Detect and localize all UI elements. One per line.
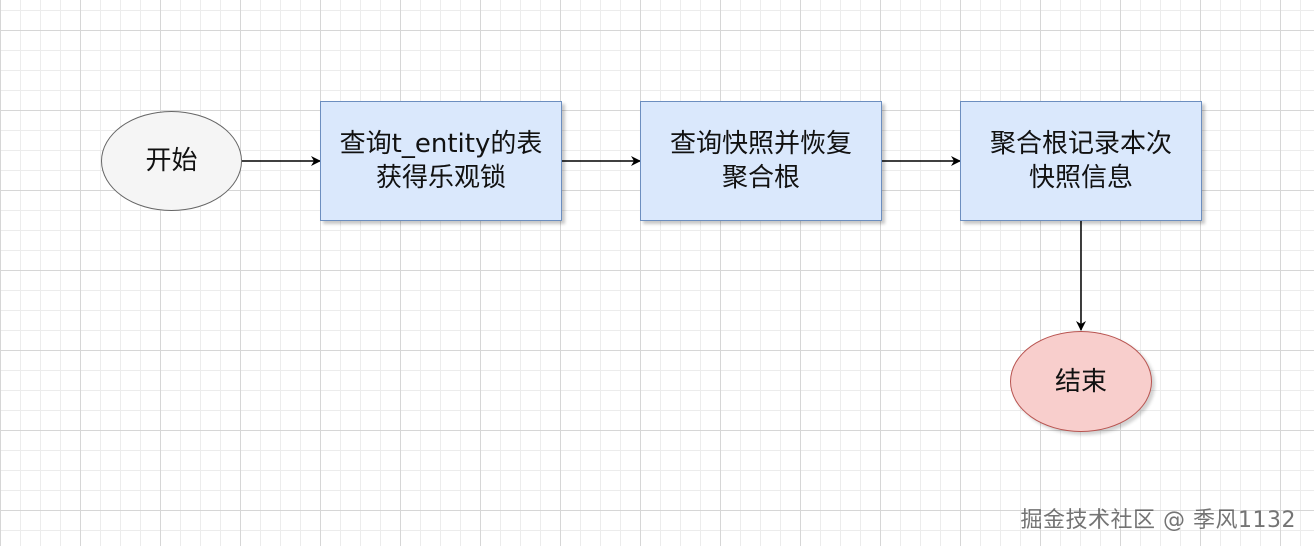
- process-step-1-label: 查询t_entity的表 获得乐观锁: [339, 129, 543, 193]
- process-step-3-label: 聚合根记录本次 快照信息: [989, 129, 1172, 193]
- watermark: 掘金技术社区 @ 季风1132: [1020, 508, 1296, 533]
- start-node[interactable]: 开始: [101, 111, 242, 211]
- end-node-label: 结束: [1054, 366, 1107, 397]
- process-step-3[interactable]: 聚合根记录本次 快照信息: [960, 101, 1202, 221]
- process-step-1[interactable]: 查询t_entity的表 获得乐观锁: [320, 101, 562, 221]
- process-step-2-label: 查询快照并恢复 聚合根: [669, 129, 852, 193]
- start-node-label: 开始: [145, 146, 198, 176]
- end-node[interactable]: 结束: [1010, 331, 1152, 432]
- process-step-2[interactable]: 查询快照并恢复 聚合根: [640, 101, 882, 221]
